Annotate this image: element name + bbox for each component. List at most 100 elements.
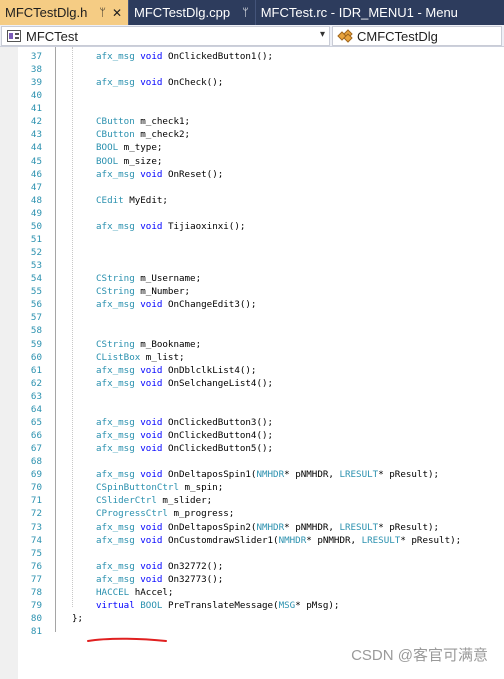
code-line[interactable]: 51 — [0, 233, 504, 246]
code-token: BOOL — [96, 142, 119, 154]
pin-icon[interactable]: ᛘ — [99, 6, 106, 19]
line-number: 70 — [30, 482, 42, 494]
code-token: MSG — [278, 599, 296, 611]
line-number: 74 — [30, 534, 42, 546]
line-number: 73 — [30, 521, 42, 533]
watermark: CSDN @客官可满意 — [351, 647, 488, 664]
code-line[interactable]: 64 — [0, 403, 504, 416]
code-text: CListBox m_list; — [96, 351, 185, 364]
code-line[interactable]: 38 — [0, 63, 504, 76]
tab-mfctestdlg-cpp[interactable]: MFCTestDlg.cpp ᛘ — [128, 0, 255, 25]
class-dropdown[interactable]: CMFCTestDlg — [332, 26, 502, 46]
code-token: void — [134, 377, 163, 389]
code-token: void — [134, 168, 163, 180]
code-token: NMHDR — [256, 521, 285, 533]
project-dropdown[interactable]: MFCTest ▾ — [1, 26, 330, 46]
close-icon[interactable]: ✕ — [111, 5, 123, 20]
tab-mfctestdlg-h[interactable]: MFCTestDlg.h ᛘ ✕ — [0, 0, 129, 25]
chevron-down-icon[interactable]: ▾ — [319, 29, 325, 40]
line-number: 78 — [30, 586, 42, 598]
code-token: afx_msg — [96, 469, 135, 481]
code-line[interactable]: 53 — [0, 259, 504, 272]
code-line[interactable]: 47 — [0, 181, 504, 194]
code-token: LRESULT — [339, 521, 379, 533]
document-tab-bar: MFCTestDlg.h ᛘ ✕ MFCTestDlg.cpp ᛘ MFCTes… — [0, 0, 504, 25]
line-number: 48 — [30, 194, 42, 206]
code-line[interactable]: 52 — [0, 246, 504, 259]
code-text: CString m_Username; — [96, 272, 201, 285]
code-line[interactable]: 57 — [0, 311, 504, 324]
code-token: LRESULT — [339, 469, 379, 481]
code-line[interactable]: 48 CEdit MyEdit; — [0, 194, 504, 207]
code-token: void — [134, 534, 163, 546]
code-text: HACCEL hAccel; — [96, 586, 173, 599]
code-line[interactable]: 80}; — [0, 612, 504, 625]
code-line[interactable]: 81 — [0, 625, 504, 638]
code-token: void — [134, 220, 163, 232]
code-token: CEdit — [96, 194, 124, 206]
code-token: afx_msg — [96, 377, 135, 389]
line-number: 49 — [30, 207, 42, 219]
outline-guide — [55, 47, 56, 632]
code-token: OnClickedButton4(); — [162, 430, 274, 442]
code-token: CSliderCtrl — [96, 495, 157, 507]
code-text: afx_msg void OnDeltaposSpin2(NMHDR* pNMH… — [96, 521, 439, 534]
code-token: * pResult); — [378, 521, 440, 533]
code-line[interactable]: 68 — [0, 455, 504, 468]
line-number: 57 — [30, 312, 42, 324]
code-line[interactable]: 40 — [0, 89, 504, 102]
code-text: afx_msg void OnChangeEdit3(); — [96, 298, 256, 311]
code-token: * pResult); — [400, 534, 462, 546]
code-line[interactable]: 58 — [0, 324, 504, 337]
code-text: CEdit MyEdit; — [96, 194, 168, 207]
code-line[interactable]: 78 HACCEL hAccel; — [0, 586, 504, 599]
code-line[interactable]: 49 — [0, 207, 504, 220]
pin-icon[interactable]: ᛘ — [242, 6, 249, 19]
red-underline-annotation — [87, 637, 167, 642]
code-line[interactable]: 73 afx_msg void OnDeltaposSpin2(NMHDR* pN… — [0, 521, 504, 534]
code-line[interactable]: 75 — [0, 547, 504, 560]
code-token: m_slider; — [156, 495, 213, 507]
tab-mfctest-rc-menu[interactable]: MFCTest.rc - IDR_MENU1 - Menu — [254, 0, 464, 25]
code-token: afx_msg — [96, 416, 135, 428]
code-token: BOOL — [96, 155, 119, 167]
code-line[interactable]: 60 CListBox m_list; — [0, 351, 504, 364]
code-line[interactable]: 63 — [0, 390, 504, 403]
code-token: void — [134, 364, 163, 376]
code-line[interactable]: 41 — [0, 102, 504, 115]
project-icon — [6, 29, 22, 43]
code-token: OnDblclkList4(); — [162, 364, 257, 376]
line-number: 63 — [30, 390, 42, 402]
line-number: 59 — [30, 338, 42, 350]
line-number: 60 — [30, 351, 42, 363]
code-token: m_list; — [140, 351, 185, 363]
line-number: 58 — [30, 325, 42, 337]
code-token: OnReset(); — [162, 168, 224, 180]
